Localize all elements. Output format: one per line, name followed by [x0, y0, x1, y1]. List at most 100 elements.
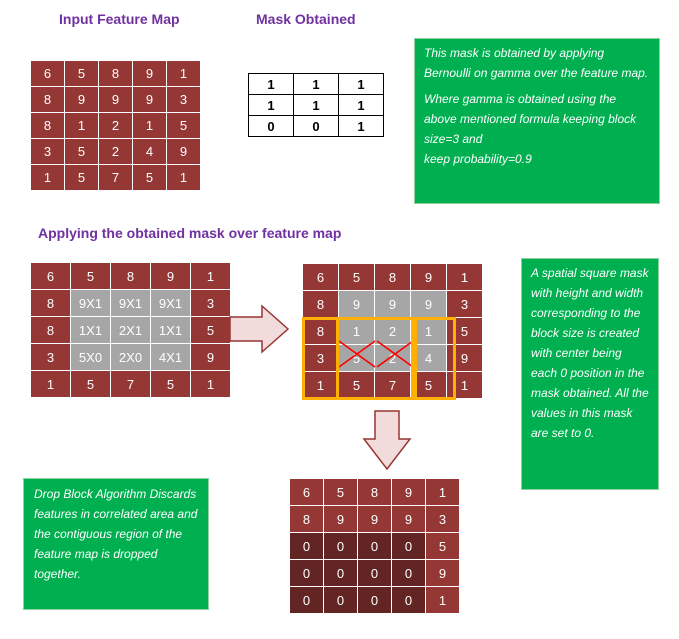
grid-cell: 2 [98, 138, 133, 165]
grid-cell: 2X1 [110, 316, 151, 344]
grid-cell: 6 [289, 478, 324, 506]
grid-cell: 1 [302, 371, 339, 399]
grid-cell: 0 [323, 586, 358, 614]
grid-cell: 6 [30, 262, 71, 290]
grid-cell: 5 [338, 263, 375, 291]
grid-cell: 2 [98, 112, 133, 139]
grid-cell: 1 [446, 371, 483, 399]
bernoulli-note-text: This mask is obtained by applying Bernou… [424, 46, 649, 80]
keep-probability-text: keep probability=0.9 [424, 152, 532, 166]
input-feature-map-title: Input Feature Map [59, 11, 180, 27]
grid-cell: 9X1 [150, 289, 191, 317]
grid-cell: 1 [190, 370, 231, 398]
grid-cell: 8 [302, 290, 339, 318]
grid-cell: 9 [64, 86, 99, 113]
grid-cell: 0 [323, 532, 358, 560]
grid-cell: 8 [30, 289, 71, 317]
grid-cell: 9 [391, 505, 426, 533]
bernoulli-note: This mask is obtained by applying Bernou… [414, 38, 660, 204]
grid-cell: 9X1 [110, 289, 151, 317]
right-arrow-icon [229, 304, 290, 354]
grid-cell: 5 [150, 370, 191, 398]
grid-cell: 1 [166, 60, 201, 87]
grid-cell: 1 [338, 94, 384, 116]
grid-cell: 9 [323, 505, 358, 533]
grid-cell: 3 [425, 505, 460, 533]
mask-obtained-title: Mask Obtained [256, 11, 356, 27]
grid-cell: 8 [374, 263, 411, 291]
grid-cell: 9 [425, 559, 460, 587]
grid-cell: 5 [338, 344, 375, 372]
grid-cell: 1 [30, 370, 71, 398]
grid-cell: 1 [30, 164, 65, 191]
grid-cell: 2 [374, 317, 411, 345]
dropblock-note: Drop Block Algorithm Discards features i… [23, 478, 209, 610]
grid-cell: 6 [30, 60, 65, 87]
grid-cell: 0 [391, 532, 426, 560]
grid-cell: 0 [289, 586, 324, 614]
grid-cell: 9X1 [70, 289, 111, 317]
grid-cell: 9 [98, 86, 133, 113]
grid-cell: 3 [190, 289, 231, 317]
grid-cell: 5 [166, 112, 201, 139]
grid-cell: 1 [293, 73, 339, 95]
down-arrow-icon [362, 410, 412, 471]
grid-cell: 0 [293, 115, 339, 137]
grid-cell: 5 [64, 164, 99, 191]
grid-cell: 4X1 [150, 343, 191, 371]
block-outline-right [414, 317, 456, 400]
grid-cell: 3 [30, 343, 71, 371]
grid-cell: 0 [323, 559, 358, 587]
grid-cell: 1 [64, 112, 99, 139]
grid-cell: 5 [446, 317, 483, 345]
grid-cell: 1 [425, 478, 460, 506]
grid-cell: 0 [391, 586, 426, 614]
grid-cell: 5 [64, 138, 99, 165]
grid-cell: 1 [338, 73, 384, 95]
grid-cell: 1 [132, 112, 167, 139]
grid-cell: 0 [391, 559, 426, 587]
grid-cell: 6 [302, 263, 339, 291]
grid-cell: 5 [70, 370, 111, 398]
grid-cell: 1 [293, 94, 339, 116]
grid-cell: 0 [357, 586, 392, 614]
grid-cell: 9 [446, 344, 483, 372]
grid-cell: 0 [289, 532, 324, 560]
grid-cell: 5X0 [70, 343, 111, 371]
grid-cell: 3 [446, 290, 483, 318]
grid-cell: 8 [30, 316, 71, 344]
grid-cell: 1 [248, 94, 294, 116]
spatial-mask-note: A spatial square mask with height and wi… [521, 258, 659, 490]
grid-cell: 1 [248, 73, 294, 95]
grid-cell: 9 [374, 290, 411, 318]
grid-cell: 5 [64, 60, 99, 87]
grid-cell: 5 [323, 478, 358, 506]
grid-cell: 2X0 [110, 343, 151, 371]
grid-cell: 1 [425, 586, 460, 614]
applying-mask-title: Applying the obtained mask over feature … [38, 225, 342, 241]
grid-cell: 1X1 [150, 316, 191, 344]
dropblock-note-text: Drop Block Algorithm Discards features i… [34, 487, 198, 581]
grid-cell: 9 [132, 86, 167, 113]
